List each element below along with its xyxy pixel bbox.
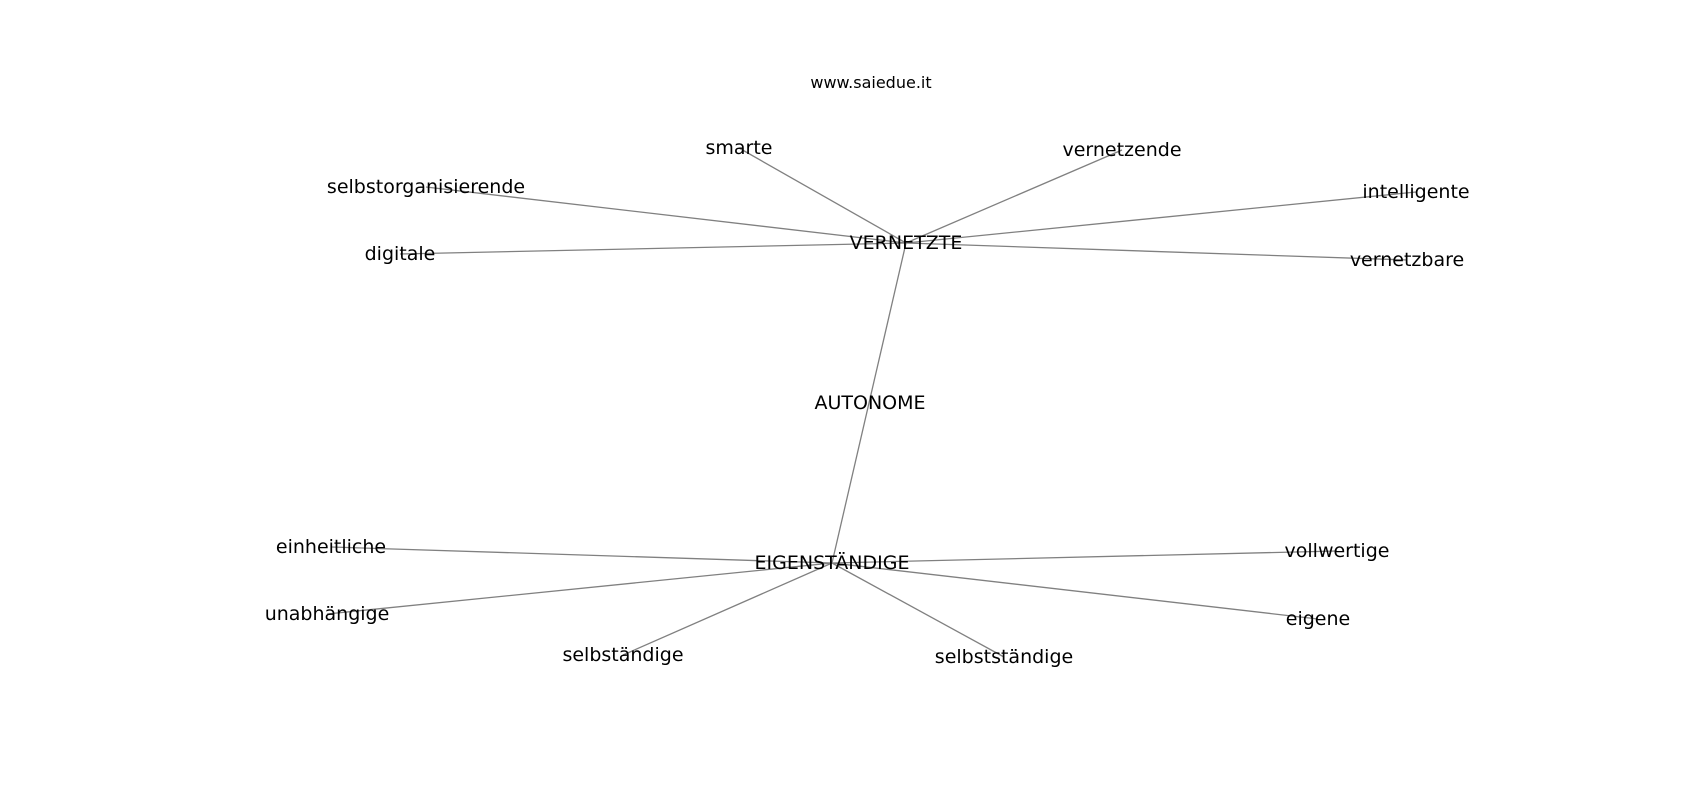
node-label-vollwertige: vollwertige — [1285, 540, 1390, 562]
edge-vernetzte-eigenstaendige — [831, 242, 907, 564]
node-label-eigene: eigene — [1286, 608, 1350, 630]
edge-vernetzte-vernetzbare — [905, 242, 1408, 261]
edges-layer — [326, 147, 1417, 658]
node-label-vernetzende: vernetzende — [1062, 139, 1181, 161]
node-label-smarte: smarte — [705, 137, 772, 159]
node-label-selbstaendige: selbständige — [562, 644, 683, 666]
edge-eigenstaendige-einheitliche — [330, 546, 833, 564]
node-label-intelligente: intelligente — [1362, 181, 1469, 203]
node-label-vernetzte: VERNETZTE — [850, 232, 963, 254]
edge-vernetzte-selbstorganisierende — [425, 186, 907, 244]
node-label-selbststaendige: selbstständige — [935, 646, 1073, 668]
watermark-text: www.saiedue.it — [810, 73, 931, 92]
node-label-autonome: AUTONOME — [814, 392, 925, 414]
edge-eigenstaendige-unabhaengige — [326, 562, 833, 615]
node-label-digitale: digitale — [365, 243, 436, 265]
edge-vernetzte-intelligente — [905, 191, 1417, 244]
node-label-einheitliche: einheitliche — [276, 536, 386, 558]
edge-eigenstaendige-selbstaendige — [622, 562, 833, 656]
node-label-selbstorganisierende: selbstorganisierende — [327, 176, 525, 198]
edge-vernetzte-vernetzende — [905, 149, 1123, 244]
node-label-vernetzbare: vernetzbare — [1350, 249, 1464, 271]
nodes-layer: AUTONOME VERNETZTE EIGENSTÄNDIGE smarte vern… — [265, 137, 1470, 668]
edge-eigenstaendige-selbststaendige — [831, 562, 1005, 658]
node-label-unabhaengige: unabhängige — [265, 603, 390, 625]
edge-eigenstaendige-vollwertige — [831, 550, 1338, 564]
edge-vernetzte-digitale — [399, 242, 907, 255]
edge-vernetzte-smarte — [738, 147, 907, 244]
edge-eigenstaendige-eigene — [831, 562, 1319, 620]
node-label-eigenstaendige: EIGENSTÄNDIGE — [755, 551, 910, 574]
